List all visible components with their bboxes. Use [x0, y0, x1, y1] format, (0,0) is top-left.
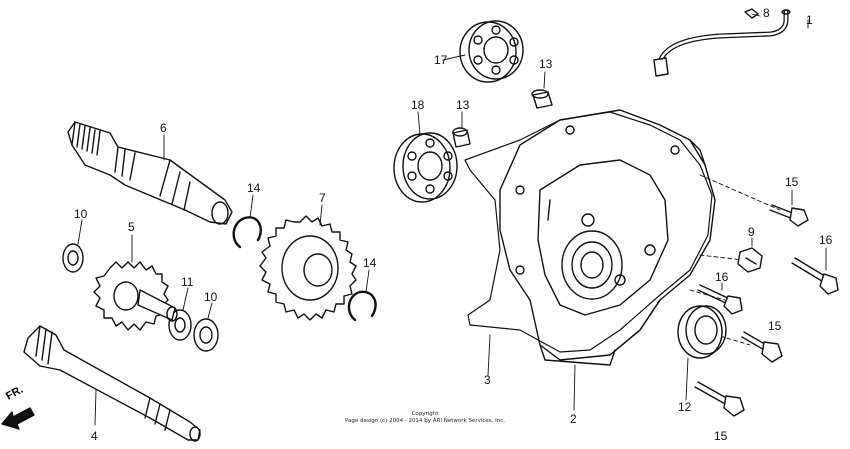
gear-5[interactable] — [93, 261, 178, 331]
callout-5: 5 — [128, 220, 135, 234]
circlip-14-left[interactable] — [232, 216, 262, 249]
flange-bolt-15-mid[interactable] — [741, 331, 783, 363]
breather-tube[interactable] — [653, 8, 791, 77]
flange-bolt-16-mid[interactable] — [697, 284, 743, 315]
callout-13-upper: 13 — [539, 57, 553, 71]
callout-16-right: 16 — [819, 233, 833, 247]
front-direction-arrow-icon — [1, 407, 35, 430]
circlip-14-right[interactable] — [347, 290, 377, 322]
callout-2: 2 — [570, 412, 577, 426]
thrust-washer-10-right[interactable] — [193, 318, 219, 352]
oil-seal[interactable] — [677, 305, 727, 359]
bearing-18[interactable] — [393, 132, 458, 203]
copyright-text: Page design (c) 2004 - 2014 by ARI Netwo… — [344, 418, 506, 424]
callout-15-mid: 15 — [768, 319, 782, 333]
callout-3: 3 — [484, 373, 491, 387]
drive-shaft[interactable] — [23, 325, 201, 442]
copyright-notice: Copyright Page design (c) 2004 - 2014 by… — [320, 411, 530, 425]
bearing-17[interactable] — [459, 20, 524, 83]
countershaft[interactable] — [67, 121, 233, 225]
callout-16-mid: 16 — [715, 270, 729, 284]
flange-bolt-15-bottom[interactable] — [694, 381, 745, 417]
bolt-9[interactable] — [737, 247, 763, 273]
callout-10-left: 10 — [74, 207, 88, 221]
callout-7: 7 — [319, 191, 326, 205]
callout-18: 18 — [411, 98, 425, 112]
callout-8: 8 — [763, 6, 770, 20]
flange-bolt-16-right[interactable] — [791, 257, 839, 295]
thrust-washer-10-left[interactable] — [62, 243, 84, 273]
gear-7[interactable] — [259, 215, 357, 321]
callout-10-right: 10 — [204, 290, 218, 304]
washer-11[interactable] — [168, 309, 192, 341]
callout-1: 1 — [806, 13, 813, 27]
callout-4: 4 — [91, 429, 98, 443]
callout-11: 11 — [181, 275, 194, 289]
callout-17: 17 — [434, 53, 448, 67]
transmission-case[interactable] — [499, 109, 716, 366]
callout-14-left: 14 — [247, 181, 261, 195]
copyright-title: Copyright — [411, 411, 439, 417]
flange-bolt-15-top[interactable] — [769, 204, 809, 227]
dowel-pin-upper[interactable] — [531, 89, 553, 109]
callout-12: 12 — [678, 400, 692, 414]
callout-15-top: 15 — [785, 175, 799, 189]
leader-lines — [77, 13, 827, 426]
dowel-pin-lower[interactable] — [452, 127, 471, 148]
callout-13-lower: 13 — [456, 98, 470, 112]
callout-6: 6 — [160, 121, 167, 135]
callout-15-bottom: 15 — [714, 429, 728, 443]
callout-14-right: 14 — [363, 256, 377, 270]
gasket[interactable] — [464, 111, 713, 353]
callout-9: 9 — [748, 225, 755, 239]
